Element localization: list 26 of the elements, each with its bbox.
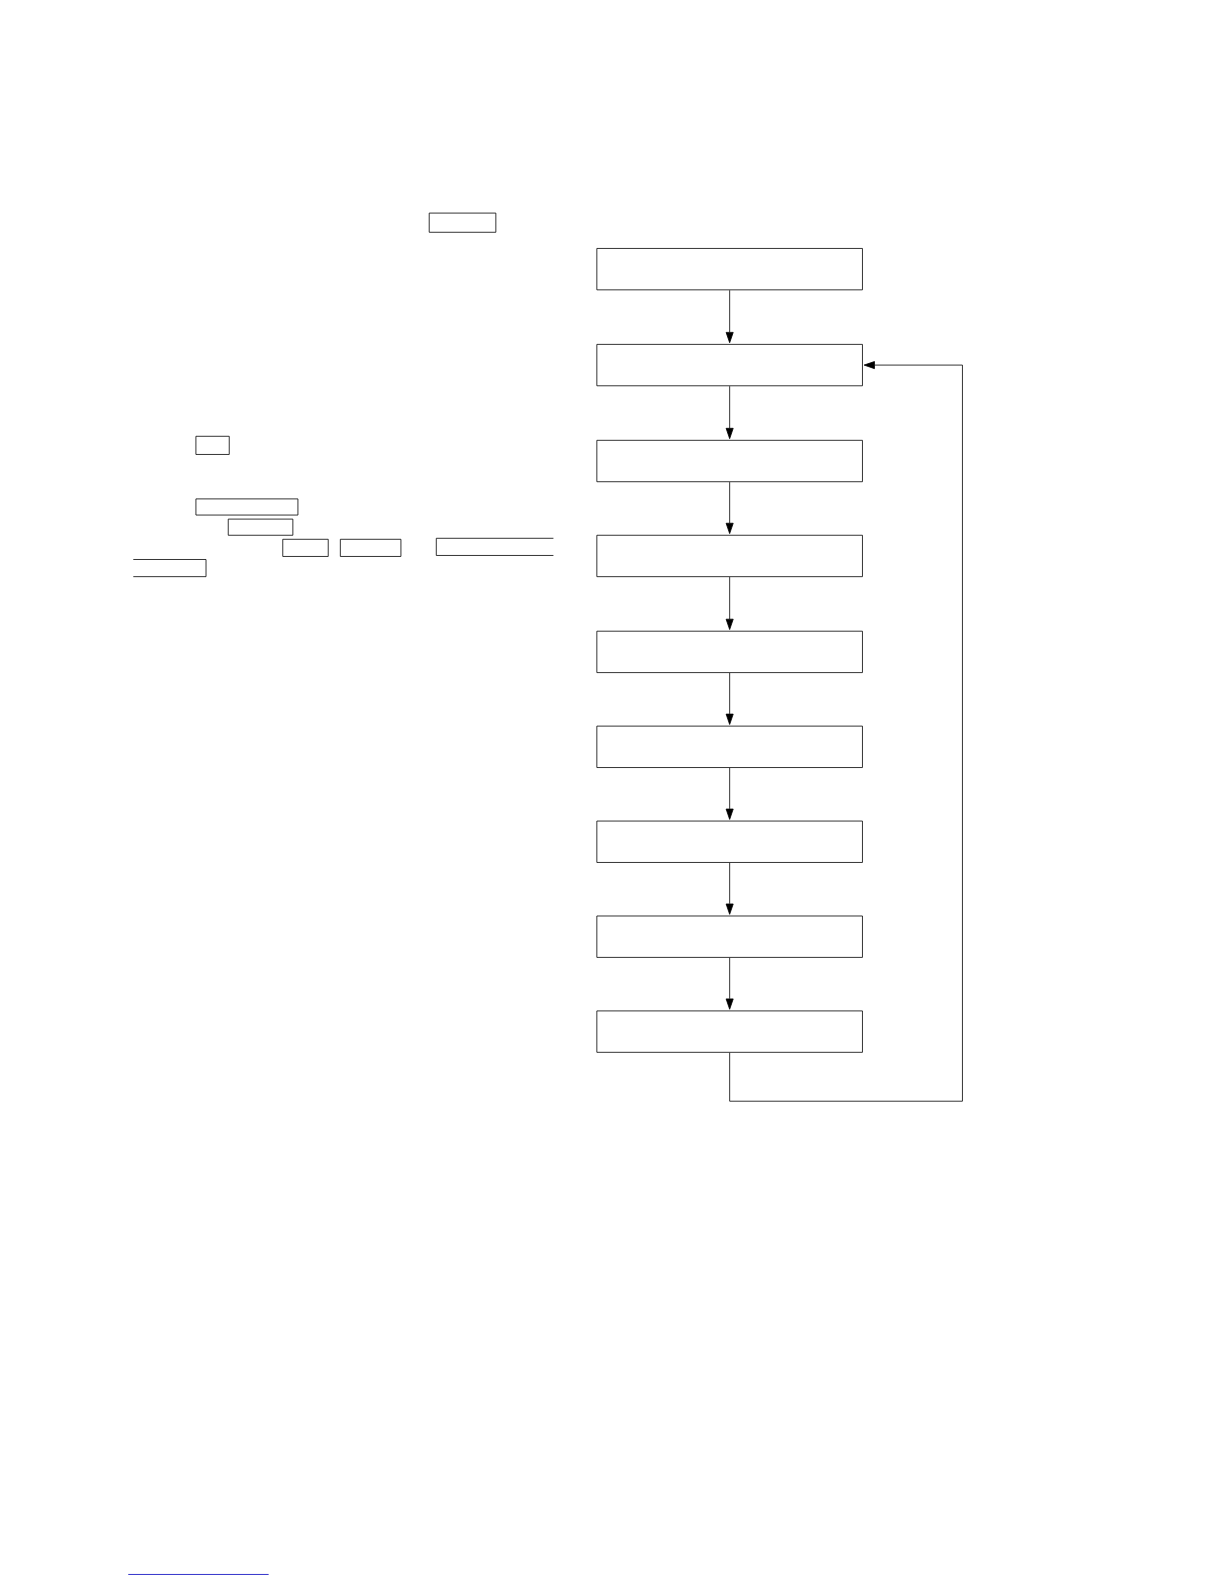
outline-box <box>195 498 299 516</box>
arrow <box>725 672 734 725</box>
arrow <box>725 957 734 1010</box>
process-box <box>596 630 863 673</box>
outline-box <box>195 435 230 455</box>
arrow <box>725 289 734 344</box>
outline-box <box>227 518 294 536</box>
process-box <box>596 820 863 863</box>
outline-box <box>428 212 497 233</box>
process-box <box>596 534 863 578</box>
outline-box <box>132 559 207 578</box>
process-box <box>596 344 863 387</box>
process-box <box>596 915 863 958</box>
arrow <box>725 481 734 534</box>
arrow <box>725 385 734 440</box>
outline-box <box>282 538 329 557</box>
process-box <box>596 439 863 483</box>
process-box <box>596 1010 863 1053</box>
outline-box <box>435 537 554 556</box>
arrow <box>725 767 734 820</box>
arrow <box>725 862 734 915</box>
outline-box <box>339 538 402 557</box>
process-box <box>596 248 863 291</box>
arrow <box>725 576 734 630</box>
arrow <box>729 361 963 1102</box>
process-box <box>596 725 863 768</box>
